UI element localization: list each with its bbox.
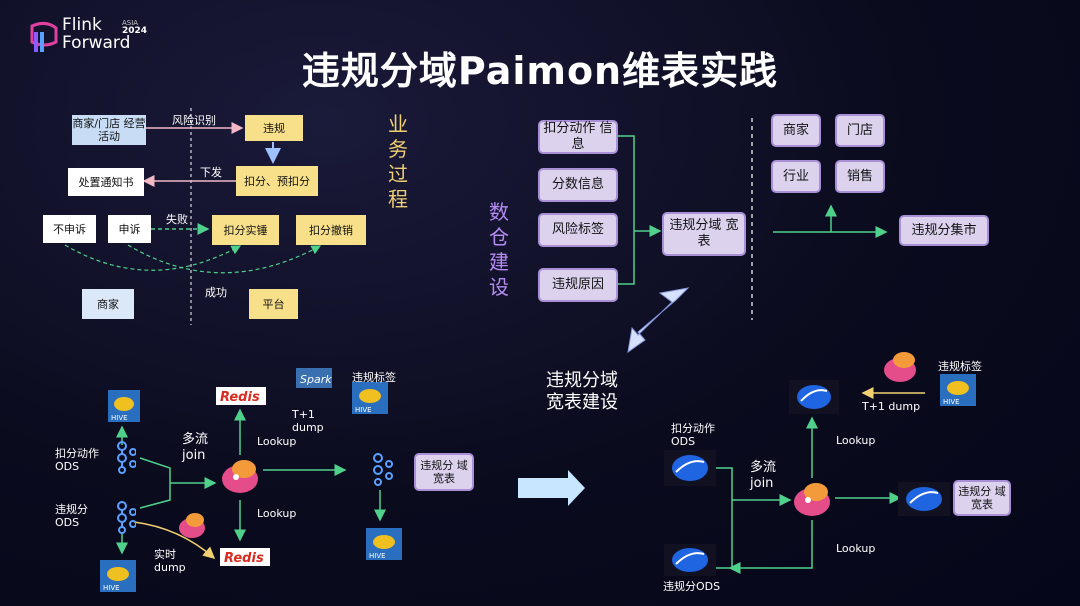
- fail-label: 失败: [166, 213, 188, 226]
- tag-label: 违规标签: [352, 371, 396, 384]
- flink-squirrel-icon: [880, 348, 920, 386]
- source-risk-tag: 风险标签: [538, 213, 618, 247]
- kafka-icon: [108, 500, 137, 534]
- dim-sales: 销售: [835, 160, 885, 193]
- dim-merchant: 商家: [771, 114, 821, 147]
- realtime-dump-label: 实时 dump: [154, 548, 186, 574]
- no-appeal-box: 不申诉: [43, 215, 96, 243]
- hive-icon: HIVE: [366, 528, 402, 560]
- issue-label: 下发: [200, 166, 222, 179]
- deduct-ods-label: 扣分动作 ODS: [55, 447, 99, 473]
- notice-box: 处置通知书: [68, 168, 144, 196]
- viol-ods-label: 违规分ODS: [663, 580, 721, 593]
- merchant-box: 商家: [82, 289, 134, 319]
- svg-text:Spark: Spark: [300, 373, 332, 386]
- redis-icon: Redis: [220, 548, 270, 566]
- merchant-activity-box: 商家/门店 经营活动: [72, 115, 146, 145]
- svg-text:HIVE: HIVE: [103, 584, 120, 592]
- dim-industry: 行业: [771, 160, 821, 193]
- multi-join-label: 多流 join: [182, 432, 209, 463]
- paimon-icon: [789, 380, 839, 414]
- wide-build-label: 违规分域 宽表建设: [546, 370, 618, 413]
- lookup-label: Lookup: [836, 542, 876, 555]
- viol-ods-label: 违规分 ODS: [55, 503, 88, 529]
- deduct-box: 扣分、预扣分: [236, 166, 318, 196]
- page-title: 违规分域Paimon维表实践: [301, 49, 779, 93]
- flink-forward-logo-icon: [30, 21, 58, 52]
- mart-box: 违规分集市: [899, 215, 989, 246]
- paimon-icon: [664, 450, 716, 486]
- kafka-icon: [368, 452, 396, 486]
- source-deduct-action: 扣分动作 信息: [538, 120, 618, 154]
- lookup-label: Lookup: [257, 507, 297, 520]
- t1-dump-label: T+1 dump: [292, 408, 324, 434]
- hive-icon: HIVE: [352, 382, 388, 414]
- redis-icon: Redis: [216, 387, 266, 405]
- lookup-label: Lookup: [836, 434, 876, 447]
- business-process-label: 业务过程: [388, 112, 408, 211]
- deduct-cancel-box: 扣分撤销: [296, 215, 366, 245]
- t1-dump-label: T+1 dump: [862, 400, 921, 413]
- kafka-icon: [108, 440, 137, 474]
- wide-table-box: 违规分域 宽表: [662, 212, 746, 256]
- success-label: 成功: [205, 286, 227, 299]
- svg-text:HIVE: HIVE: [943, 398, 960, 406]
- dim-store: 门店: [835, 114, 885, 147]
- warehouse-label: 数仓建设: [489, 200, 509, 299]
- paimon-icon: [898, 482, 950, 516]
- lookup-label: Lookup: [257, 435, 297, 448]
- appeal-box: 申诉: [108, 215, 151, 243]
- hive-icon: HIVE: [108, 390, 140, 422]
- spark-icon: Spark: [296, 368, 332, 388]
- deduct-ods-label: 扣分动作 ODS: [671, 422, 715, 448]
- svg-text:HIVE: HIVE: [355, 406, 372, 414]
- tag-label: 违规标签: [938, 360, 982, 373]
- risk-label: 风险识别: [172, 114, 216, 127]
- hive-icon: HIVE: [940, 374, 976, 406]
- paimon-icon: [664, 544, 716, 576]
- flink-squirrel-icon: [790, 478, 834, 520]
- svg-text:HIVE: HIVE: [369, 552, 386, 560]
- multi-join-label: 多流 join: [750, 460, 777, 491]
- deduct-confirm-box: 扣分实锤: [212, 215, 279, 245]
- flink-squirrel-icon: [218, 455, 262, 497]
- wide-table-box-bl: 违规分 域宽表: [414, 453, 474, 491]
- source-score: 分数信息: [538, 168, 618, 202]
- hive-icon: HIVE: [100, 560, 136, 592]
- svg-text:HIVE: HIVE: [111, 414, 128, 422]
- svg-text:Redis: Redis: [220, 390, 260, 405]
- svg-text:Redis: Redis: [224, 551, 264, 566]
- platform-box: 平台: [249, 289, 298, 319]
- wide-table-box-br: 违规分 域宽表: [953, 480, 1011, 516]
- violation-box: 违规: [245, 115, 303, 141]
- flink-squirrel-icon: [176, 510, 208, 540]
- source-violation-reason: 违规原因: [538, 268, 618, 302]
